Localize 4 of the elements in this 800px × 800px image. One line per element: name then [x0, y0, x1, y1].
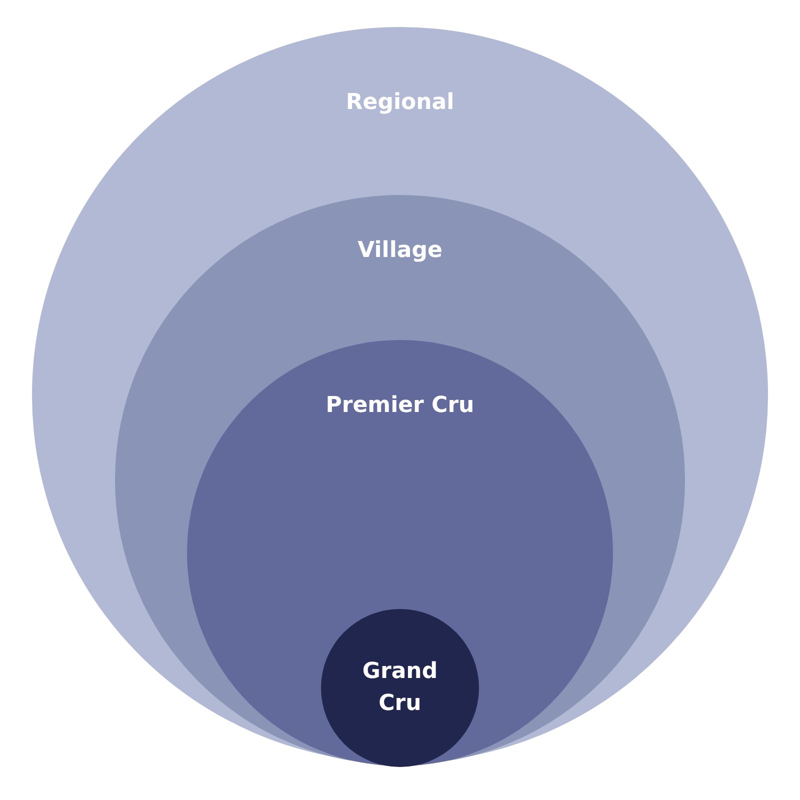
tier-label: Village	[358, 237, 442, 265]
tier-label: Grand Cru	[361, 658, 439, 718]
tier-label: Premier Cru	[326, 392, 474, 420]
tier-label: Regional	[346, 89, 454, 117]
